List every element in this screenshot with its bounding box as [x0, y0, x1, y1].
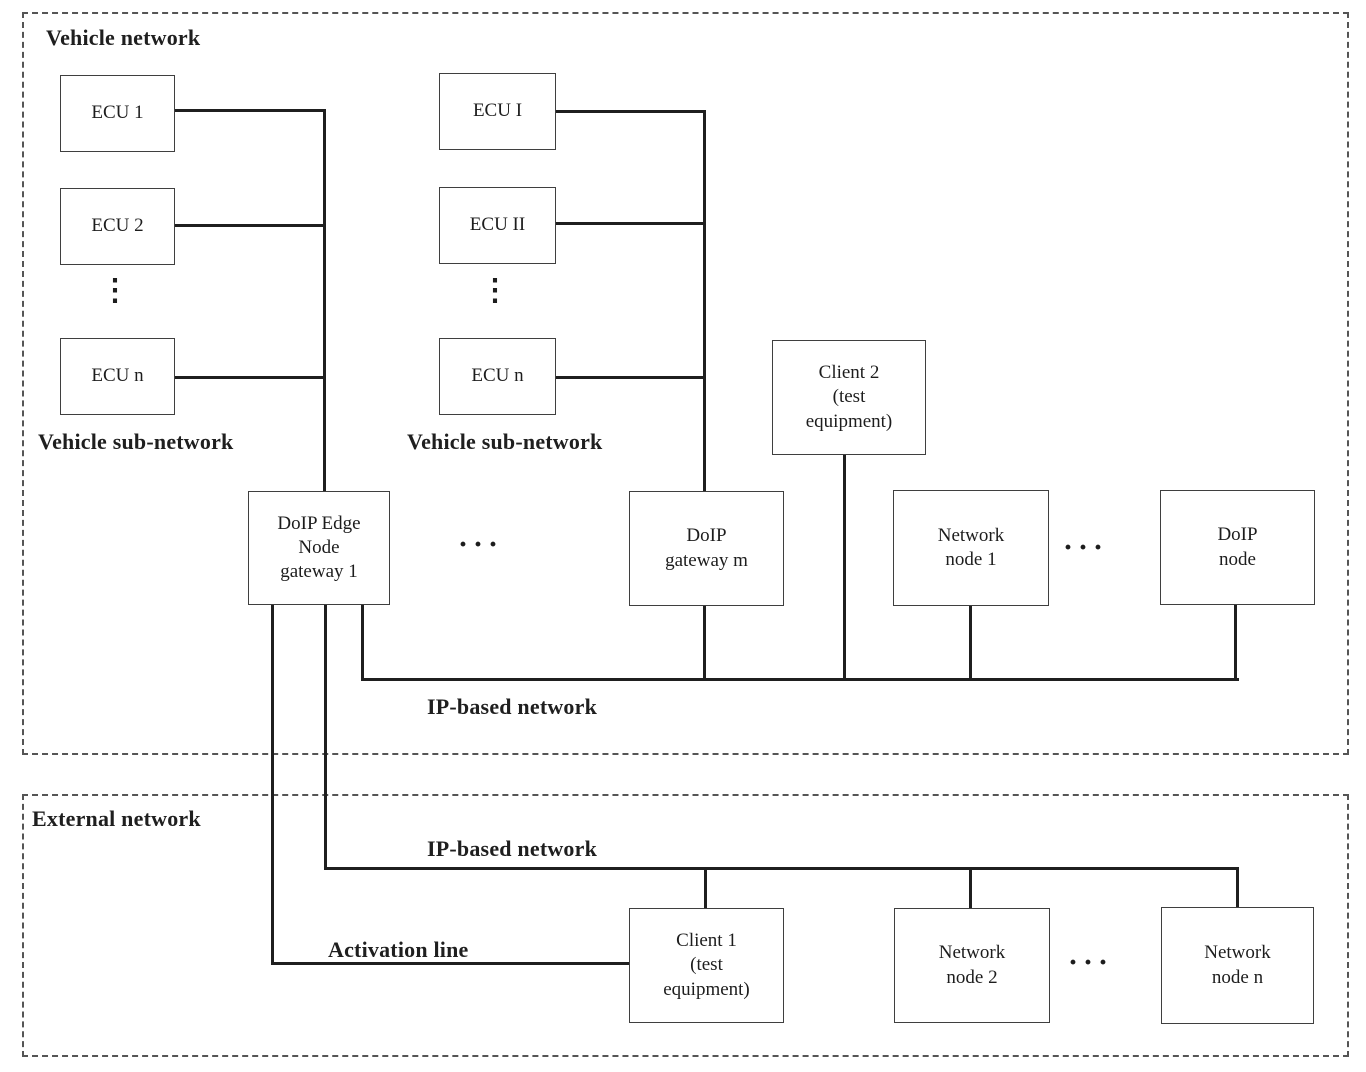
- gateway-m-drop: [703, 603, 706, 681]
- vehicle-network-title: Vehicle network: [46, 25, 201, 50]
- node-ecu-2: ECU 2: [60, 188, 175, 265]
- vehicle-subnetwork-bus-middle: [703, 110, 706, 492]
- edge-gateway-to-external-bus: [324, 602, 327, 870]
- node-doip-node-label: DoIP node: [1217, 524, 1258, 570]
- edge-gateway-to-vehicle-bus: [361, 602, 364, 681]
- ellipsis-gateways: ···: [458, 528, 504, 561]
- node-network-node-1: Network node 1: [893, 490, 1049, 606]
- node-doip-edge-gateway-1: DoIP Edge Node gateway 1: [248, 491, 390, 605]
- activation-line-vertical: [271, 602, 274, 965]
- client1-drop: [704, 867, 707, 910]
- node-client-2: Client 2 (test equipment): [772, 340, 926, 455]
- node-ecu-i: ECU I: [439, 73, 556, 150]
- ip-based-network-label-external: IP-based network: [427, 836, 598, 861]
- ecuI-connector: [553, 110, 706, 113]
- ecu1-connector: [172, 109, 326, 112]
- external-ip-bus: [324, 867, 1239, 870]
- external-network-boundary: [22, 794, 1349, 1057]
- vehicle-network-boundary: [22, 12, 1349, 755]
- client2-drop: [843, 452, 846, 681]
- node-client-1-label: Client 1 (test equipment): [663, 930, 750, 1000]
- node-network-node-n-label: Network node n: [1204, 942, 1271, 988]
- doip-node-drop: [1234, 602, 1237, 681]
- node-doip-edge-gateway-1-label: DoIP Edge Node gateway 1: [277, 512, 361, 583]
- ellipsis-ecu-column-middle: ⋮: [480, 274, 510, 307]
- ellipsis-vehicle-nodes: ···: [1063, 531, 1109, 564]
- node-ecu-ii-label: ECU II: [469, 214, 526, 236]
- ecun-left-connector: [172, 376, 326, 379]
- ecu2-connector: [172, 224, 326, 227]
- node-client-2-label: Client 2 (test equipment): [805, 362, 893, 432]
- ip-based-network-label-vehicle: IP-based network: [427, 694, 598, 719]
- vehicle-sub-network-label-middle: Vehicle sub-network: [407, 429, 603, 454]
- ellipsis-ecu-column-left: ⋮: [100, 274, 130, 307]
- node-network-node-n: Network node n: [1161, 907, 1314, 1024]
- network-node-1-drop: [969, 603, 972, 681]
- ecuII-connector: [553, 222, 706, 225]
- node-doip-node: DoIP node: [1160, 490, 1315, 605]
- node-client-1: Client 1 (test equipment): [629, 908, 784, 1023]
- node-ecu-i-label: ECU I: [472, 100, 523, 122]
- node-ecu-n-middle: ECU n: [439, 338, 556, 415]
- network-node-n-drop: [1236, 867, 1239, 909]
- network-node-2-drop: [969, 867, 972, 910]
- activation-line-label: Activation line: [328, 937, 469, 962]
- node-ecu-ii: ECU II: [439, 187, 556, 264]
- node-ecu-2-label: ECU 2: [91, 215, 144, 237]
- node-doip-gateway-m-label: DoIP gateway m: [665, 525, 748, 571]
- node-doip-gateway-m: DoIP gateway m: [629, 491, 784, 606]
- vehicle-subnetwork-bus-left: [323, 109, 326, 492]
- node-ecu-n-left: ECU n: [60, 338, 175, 415]
- vehicle-sub-network-label-left: Vehicle sub-network: [38, 429, 234, 454]
- node-ecu-1-label: ECU 1: [91, 102, 144, 124]
- node-ecu-1: ECU 1: [60, 75, 175, 152]
- node-ecu-n-middle-label: ECU n: [471, 365, 524, 387]
- vehicle-ip-bus: [361, 678, 1239, 681]
- ecun-middle-connector: [553, 376, 706, 379]
- node-network-node-2-label: Network node 2: [938, 942, 1006, 988]
- node-network-node-1-label: Network node 1: [937, 524, 1005, 570]
- activation-line-horizontal: [271, 962, 631, 965]
- node-ecu-n-left-label: ECU n: [91, 365, 144, 387]
- external-network-title: External network: [32, 806, 201, 831]
- ellipsis-external-nodes: ···: [1068, 946, 1114, 979]
- node-network-node-2: Network node 2: [894, 908, 1050, 1023]
